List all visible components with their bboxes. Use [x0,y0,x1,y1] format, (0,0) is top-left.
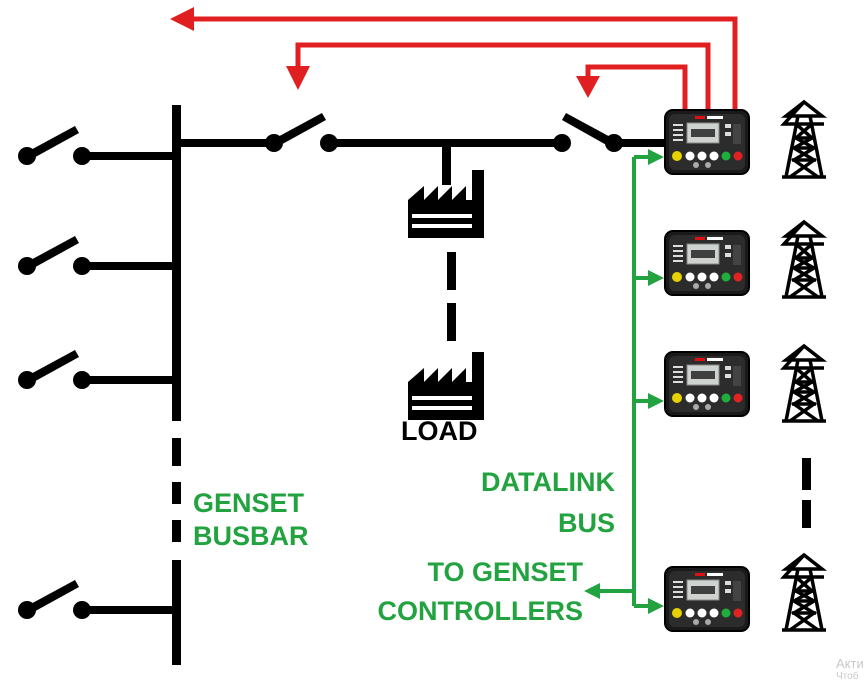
pylon-dash-2 [802,500,811,528]
datalink-arrowheads [584,149,664,614]
genset-breakers [18,126,174,619]
genset-breaker-1 [18,126,91,165]
mains-breaker [553,113,623,152]
load-dash-2 [447,303,456,341]
genset-feeder-4 [82,606,174,614]
genset-breaker-2 [18,236,91,275]
to-genset-controllers-label: TO GENSET CONTROLLERS [378,556,584,628]
busbar-dash-2 [172,482,181,504]
busbar-dash-1 [172,438,181,466]
busbar-solid [172,105,181,421]
red-arrowhead-down-1 [286,66,310,90]
genset-busbar-line1: GENSET [193,488,305,518]
transmission-tower-icon [780,100,828,632]
load-drop [442,143,451,185]
load-dash-1 [447,252,456,290]
datalink-bus-label: DATALINK BUS [481,466,615,540]
red-line-to-mains-breaker [585,64,688,110]
genset-busbar [172,105,181,665]
genset-controller-icon [664,109,750,632]
red-line-to-outside [190,16,738,110]
to-genset-line1: TO GENSET [427,557,583,587]
genset-breaker-4 [18,580,91,619]
main-breaker [265,113,338,152]
datalink-bus-line2: BUS [557,508,615,538]
main-line [177,113,665,185]
red-arrowhead-left [170,7,194,31]
busbar-dash-3 [172,520,181,542]
red-arrowhead-down-2 [576,76,600,98]
genset-busbar-line2: BUSBAR [193,521,309,551]
genset-feeder-1 [82,152,174,160]
red-line-to-main-breaker [295,42,711,110]
to-genset-line2: CONTROLLERS [377,596,584,626]
factory-load-icon [408,170,484,420]
genset-breaker-3 [18,350,91,389]
load-label: LOAD [401,416,478,446]
datalink-bus-line1: DATALINK [481,467,615,497]
genset-busbar-label: GENSET BUSBAR [193,487,309,553]
busbar-lower [172,560,181,665]
red-control-lines [170,7,738,110]
watermark-line1: Акти [836,656,864,671]
genset-feeder-2 [82,262,174,270]
watermark-line2: Чтоб [836,671,859,682]
genset-feeder-3 [82,376,174,384]
pylon-dash-1 [802,458,811,490]
activation-watermark: Акти Чтоб [836,656,864,682]
